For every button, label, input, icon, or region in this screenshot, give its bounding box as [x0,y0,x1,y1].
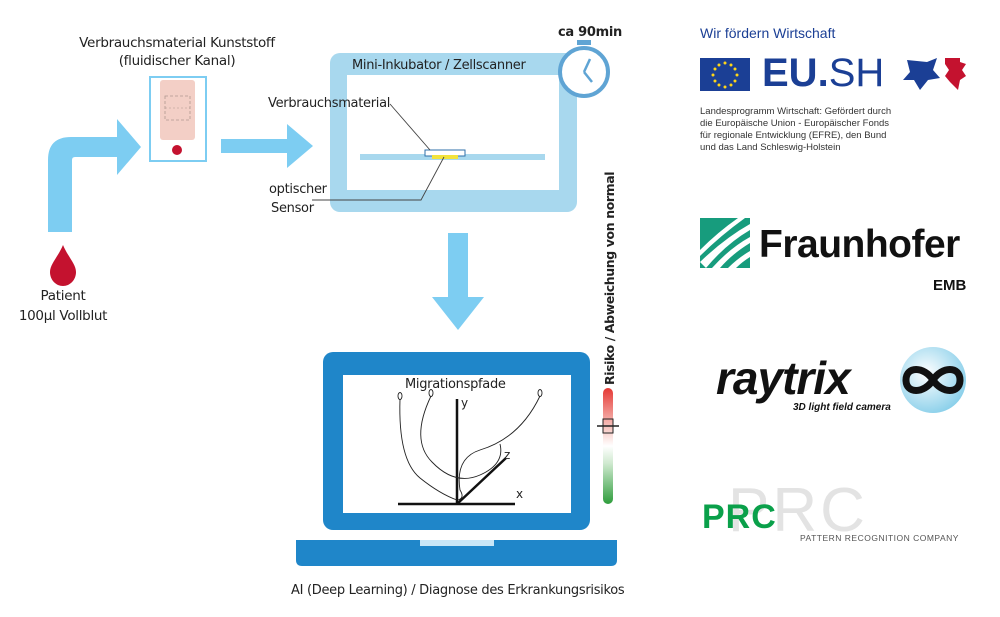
eush-brand-eu: EU. [762,51,829,95]
consumable-label: Verbrauchsmaterial [268,96,391,111]
eush-desc-line: die Europäische Union - Europäischer Fon… [700,118,890,129]
risk-scale-bar [603,388,613,504]
blood-drop-icon [50,245,76,286]
patient-label-line2: 100µl Vollblut [18,308,108,324]
risk-marker [602,418,614,434]
stopwatch-icon [558,40,610,98]
migration-axes [398,399,515,506]
axis-z-label: z [504,448,510,462]
eush-desc-line: Landesprogramm Wirtschaft: Gefördert dur… [700,106,892,117]
prc-name: PRC [702,498,777,536]
consumable-title: Verbrauchsmaterial Kunststoff (fluidisch… [79,35,275,69]
eush-desc-line: und das Land Schleswig-Holstein [700,142,841,153]
eush-brand-sh: SH [828,51,885,95]
fraunhofer-sub: EMB [933,277,967,294]
consumable-title-line1: Verbrauchsmaterial Kunststoff [79,35,275,51]
fraunhofer-name: Fraunhofer [759,223,960,266]
migration-paths [397,389,543,501]
prc-watermark: PRC [728,476,868,545]
laptop-base [296,540,617,566]
fraunhofer-logo-icon [700,218,750,268]
incubator-label: Mini-Inkubator / Zellscanner [352,58,526,73]
axis-x-label: x [516,487,523,501]
sensor-label-line2: Sensor [271,201,314,216]
raytrix-name: raytrix [716,352,851,404]
eush-brand: EU.SH [762,51,884,95]
raytrix-tagline: 3D light field camera [793,402,891,413]
eush-description: Landesprogramm Wirtschaft: Gefördert dur… [700,106,891,154]
risk-label: Risiko / Abweichung von normal [602,171,617,385]
patient-label: Patient 100µl Vollblut [18,286,108,326]
ai-label: AI (Deep Learning) / Diagnose des Erkran… [291,583,625,598]
flow-arrow-down [432,233,484,330]
patient-label-line1: Patient [40,288,86,304]
migration-label: Migrationspfade [405,377,506,392]
eush-desc-line: für regionale Entwicklung (EFRE), den Bu… [700,130,887,141]
eush-heading: Wir fördern Wirtschaft [700,25,836,41]
sensor-label-line1: optischer [269,182,327,197]
flow-arrow-consumable [221,124,313,168]
sensor-label: optischer Sensor [269,180,327,218]
flow-arrow-patient [48,119,141,232]
consumable-title-line2: (fluidischer Kanal) [118,53,236,69]
time-label: ca 90min [558,25,622,40]
sh-coat-of-arms-icon [903,58,966,90]
axis-y-label: y [461,396,468,410]
raytrix-logo-icon [900,347,966,413]
blood-sample-dot [172,145,182,155]
prc-tagline: PATTERN RECOGNITION COMPANY [800,533,959,543]
